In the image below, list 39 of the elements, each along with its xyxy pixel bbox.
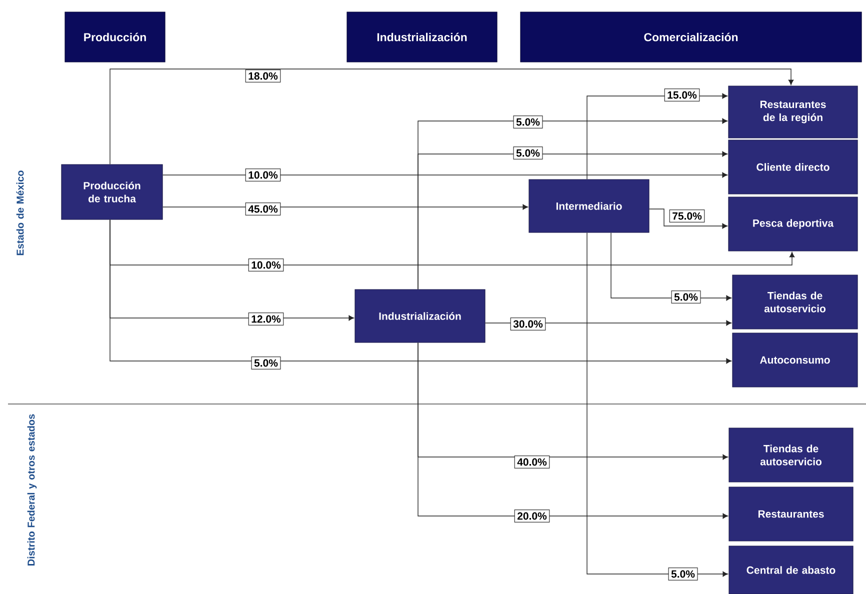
edge-label: 40.0% [514, 456, 550, 469]
edge-label: 75.0% [669, 209, 705, 223]
arrow [162, 172, 728, 178]
arrow [648, 208, 728, 229]
process-box: Restaurantes de la región [728, 86, 858, 138]
process-box: Restaurantes [728, 486, 854, 542]
edge-label: 5.0% [671, 290, 701, 304]
process-box: Pesca deportiva [728, 196, 858, 252]
edge-label: 45.0% [245, 202, 281, 216]
edge-label: 5.0% [251, 356, 281, 370]
process-box: Tiendas de autoservicio [732, 274, 858, 330]
process-box: Tiendas de autoservicio [728, 428, 854, 482]
header-box: Industrialización [346, 12, 498, 62]
arrow [110, 219, 732, 364]
process-box: Central de abasto [728, 546, 854, 594]
arrow [586, 232, 728, 577]
row-label: Distrito Federal y otros estados [27, 414, 37, 566]
edge-label: 10.0% [245, 168, 281, 182]
edge-label: 15.0% [664, 88, 700, 102]
edge-label: 20.0% [514, 510, 550, 523]
arrow [110, 68, 794, 165]
arrow [162, 204, 528, 210]
arrow [418, 151, 728, 290]
header-box: Producción [64, 12, 166, 62]
edge-label: 18.0% [245, 69, 281, 83]
process-box: Autoconsumo [732, 332, 858, 388]
header-box: Comercialización [520, 12, 862, 62]
arrow [418, 342, 728, 519]
edge-label: 10.0% [248, 258, 284, 272]
process-box: Industrialización [354, 289, 486, 343]
process-box: Producción de trucha [61, 164, 163, 220]
process-box: Cliente directo [728, 140, 858, 194]
edge-label: 5.0% [513, 146, 543, 160]
edge-label: 5.0% [668, 568, 698, 581]
process-box: Intermediario [528, 179, 650, 233]
edge-label: 5.0% [513, 115, 543, 129]
row-label: Estado de México [16, 170, 24, 256]
edge-label: 30.0% [510, 317, 546, 331]
edge-label: 12.0% [248, 312, 284, 326]
